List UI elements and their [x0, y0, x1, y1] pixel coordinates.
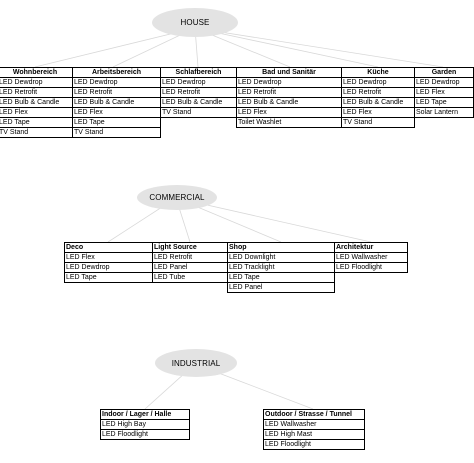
list-item: LED Dewdrop [64, 262, 153, 273]
list-item: LED Flex [414, 87, 474, 98]
list-item: TV Stand [0, 127, 73, 138]
list-item: LED Retrofit [0, 87, 73, 98]
list-item: TV Stand [341, 117, 415, 128]
column-header: Küche [341, 67, 415, 78]
column-header: Outdoor / Strasse / Tunnel [263, 409, 365, 420]
list-item: LED Retrofit [160, 87, 237, 98]
house-column-kueche: Küche LED Dewdrop LED Retrofit LED Bulb … [341, 67, 415, 128]
list-item: LED Flex [341, 107, 415, 118]
list-item: LED Bulb & Candle [341, 97, 415, 108]
house-column-arbeitsbereich: Arbeitsbereich LED Dewdrop LED Retrofit … [72, 67, 161, 138]
list-item: LED Dewdrop [414, 77, 474, 88]
list-item: LED Dewdrop [72, 77, 161, 88]
list-item: LED Retrofit [72, 87, 161, 98]
list-item: LED Flex [0, 107, 73, 118]
list-item: LED Dewdrop [0, 77, 73, 88]
list-item: LED Tape [72, 117, 161, 128]
list-item: LED Tape [414, 97, 474, 108]
list-item: LED Bulb & Candle [160, 97, 237, 108]
list-item: LED Dewdrop [160, 77, 237, 88]
list-item: TV Stand [72, 127, 161, 138]
house-column-schlafbereich: Schlafbereich LED Dewdrop LED Retrofit L… [160, 67, 237, 118]
column-header: Light Source [152, 242, 228, 253]
commercial-column-shop: Shop LED Downlight LED Tracklight LED Ta… [227, 242, 335, 293]
column-header: Wohnbereich [0, 67, 73, 78]
list-item: LED Panel [152, 262, 228, 273]
column-header: Schlafbereich [160, 67, 237, 78]
house-column-garden: Garden LED Dewdrop LED Flex LED Tape Sol… [414, 67, 474, 118]
list-item: LED Dewdrop [236, 77, 342, 88]
list-item: LED Retrofit [152, 252, 228, 263]
house-column-bad-und-sanitaer: Bad und Sanitär LED Dewdrop LED Retrofit… [236, 67, 342, 128]
house-node: HOUSE [152, 8, 238, 37]
commercial-column-deco: Deco LED Flex LED Dewdrop LED Tape [64, 242, 153, 283]
list-item: LED Floodlight [334, 262, 408, 273]
list-item: LED Tape [227, 272, 335, 283]
list-item: TV Stand [160, 107, 237, 118]
list-item: LED Tube [152, 272, 228, 283]
list-item: Solar Lantern [414, 107, 474, 118]
industrial-node: INDUSTRIAL [155, 349, 237, 377]
list-item: LED Panel [227, 282, 335, 293]
list-item: LED High Mast [263, 429, 365, 440]
list-item: LED Tape [0, 117, 73, 128]
list-item: LED Bulb & Candle [72, 97, 161, 108]
list-item: LED Floodlight [100, 429, 190, 440]
column-header: Architektur [334, 242, 408, 253]
list-item: LED Wallwasher [263, 419, 365, 430]
list-item: LED Downlight [227, 252, 335, 263]
list-item: LED Retrofit [341, 87, 415, 98]
list-item: LED Flex [236, 107, 342, 118]
list-item: LED Flex [72, 107, 161, 118]
list-item: LED Bulb & Candle [0, 97, 73, 108]
list-item: Toilet Washlet [236, 117, 342, 128]
list-item: LED Retrofit [236, 87, 342, 98]
list-item: LED Floodlight [263, 439, 365, 450]
list-item: LED Tracklight [227, 262, 335, 273]
list-item: LED Flex [64, 252, 153, 263]
list-item: LED Wallwasher [334, 252, 408, 263]
column-header: Shop [227, 242, 335, 253]
commercial-node: COMMERCIAL [137, 185, 217, 210]
column-header: Indoor / Lager / Halle [100, 409, 190, 420]
commercial-column-light-source: Light Source LED Retrofit LED Panel LED … [152, 242, 228, 283]
industrial-column-outdoor: Outdoor / Strasse / Tunnel LED Wallwashe… [263, 409, 365, 450]
list-item: LED Tape [64, 272, 153, 283]
column-header: Bad und Sanitär [236, 67, 342, 78]
list-item: LED Bulb & Candle [236, 97, 342, 108]
industrial-column-indoor: Indoor / Lager / Halle LED High Bay LED … [100, 409, 190, 440]
house-column-wohnbereich: Wohnbereich LED Dewdrop LED Retrofit LED… [0, 67, 73, 138]
column-header: Arbeitsbereich [72, 67, 161, 78]
list-item: LED Dewdrop [341, 77, 415, 88]
column-header: Deco [64, 242, 153, 253]
list-item: LED High Bay [100, 419, 190, 430]
column-header: Garden [414, 67, 474, 78]
commercial-column-architektur: Architektur LED Wallwasher LED Floodligh… [334, 242, 408, 273]
